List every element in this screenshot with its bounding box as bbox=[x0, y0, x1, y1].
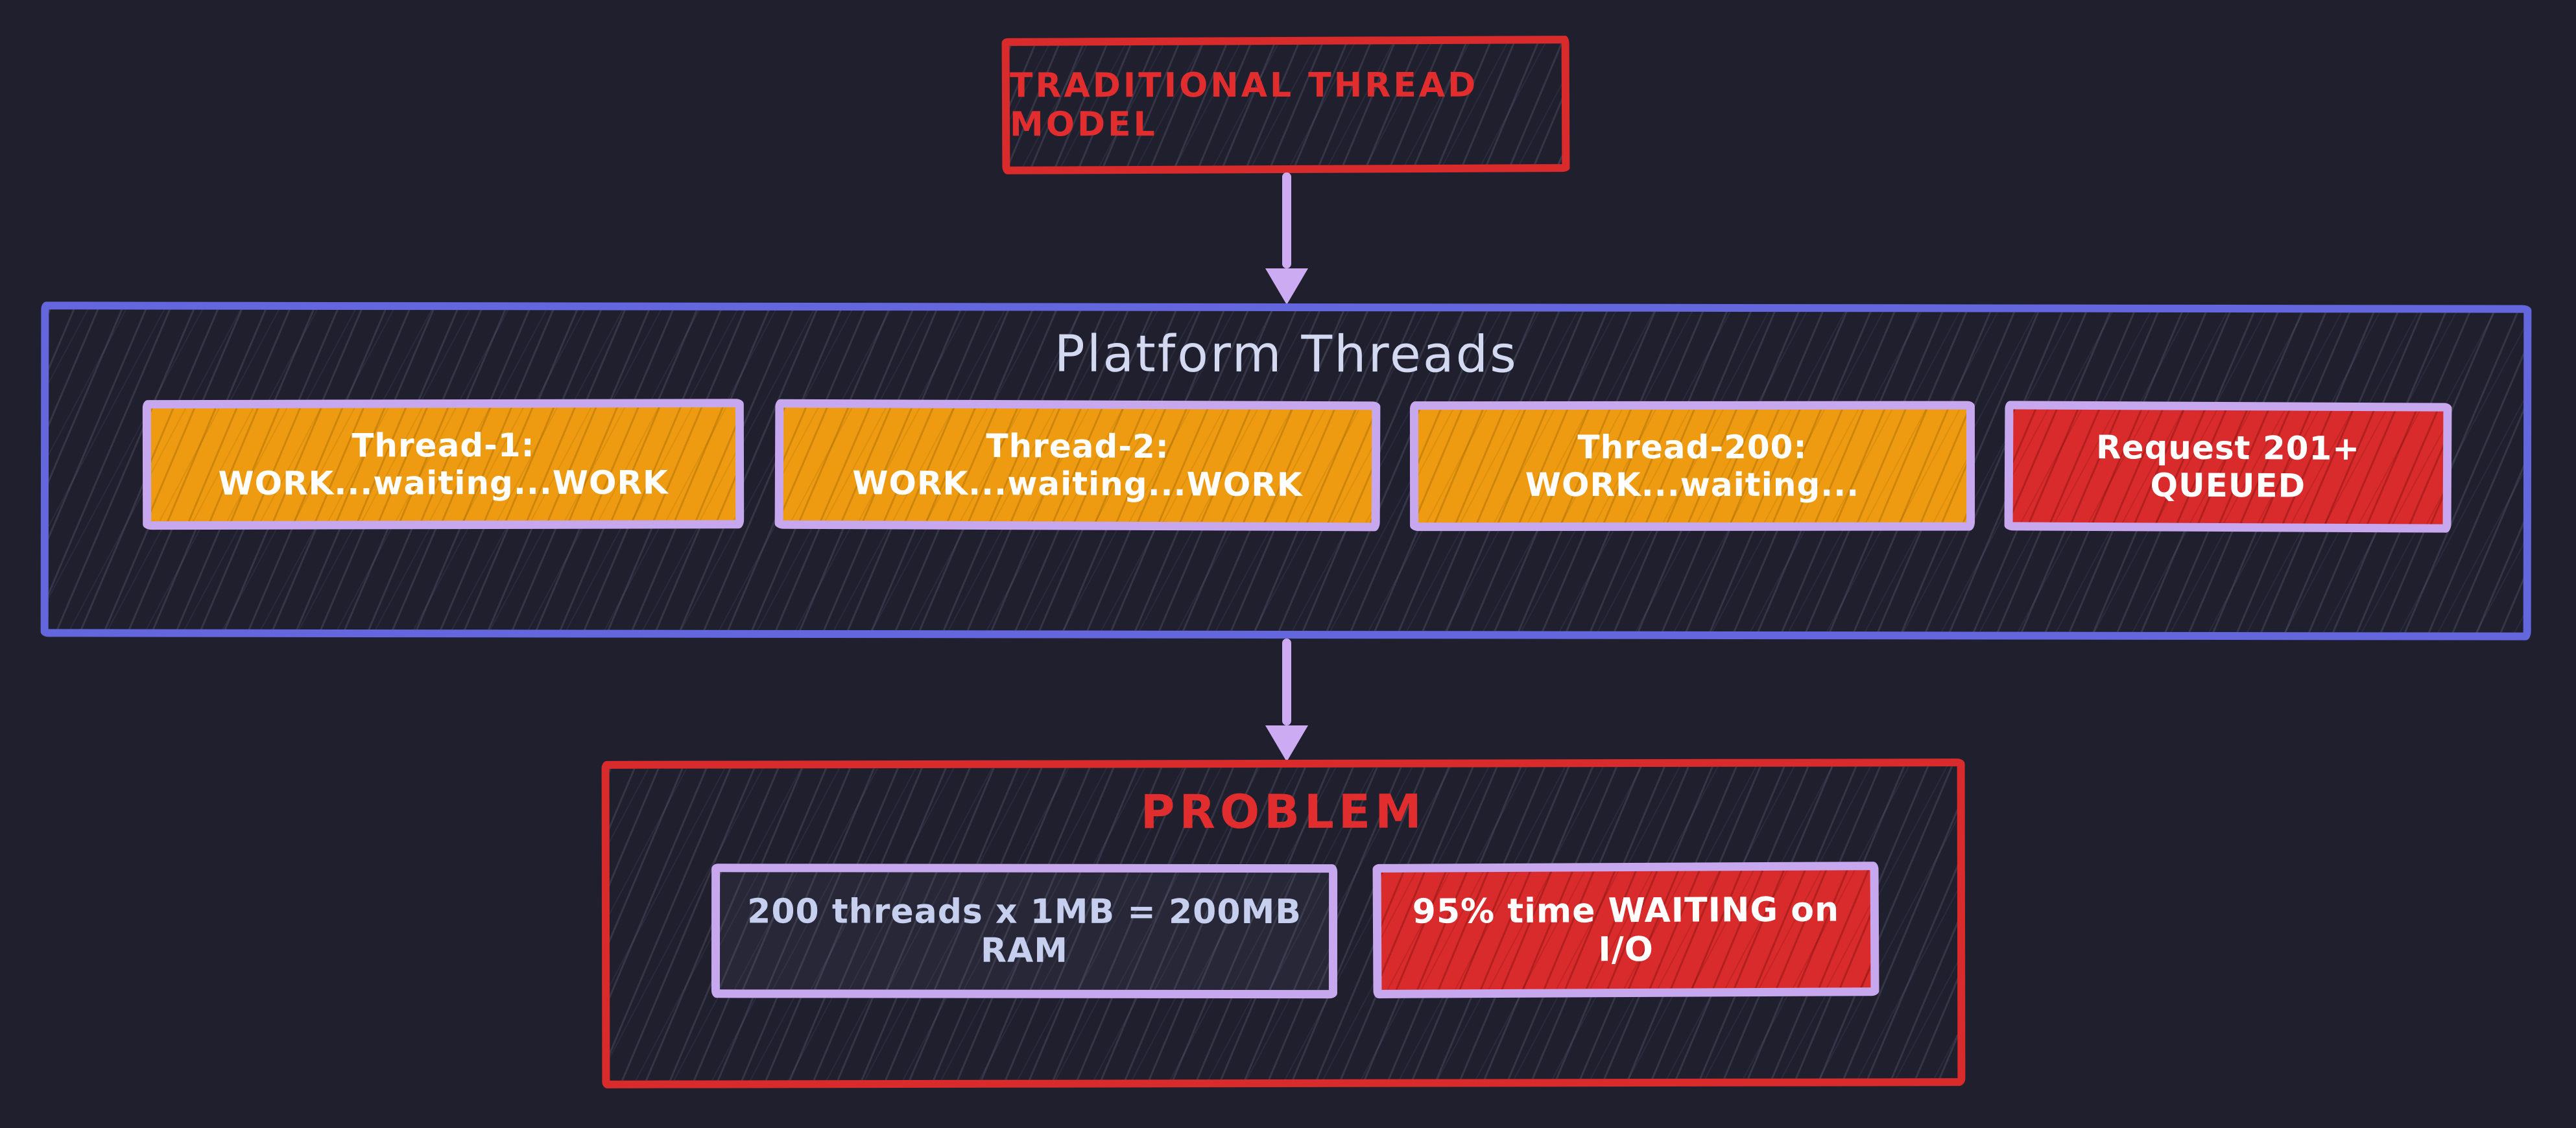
traditional-thread-model-box: TRADITIONAL THREAD MODEL bbox=[1001, 36, 1570, 174]
thread-2-label: Thread-2: WORK...waiting...WORK bbox=[852, 427, 1303, 504]
problem-container: PROBLEM 200 threads x 1MB = 200MB RAM 95… bbox=[601, 758, 1966, 1088]
thread-200-box: Thread-200: WORK...waiting... bbox=[1409, 401, 1975, 532]
request-queued-label: Request 201+ QUEUED bbox=[2095, 429, 2361, 505]
platform-threads-container: Platform Threads Thread-1: WORK...waitin… bbox=[40, 301, 2532, 640]
thread-200-label: Thread-200: WORK...waiting... bbox=[1525, 428, 1860, 504]
request-queued-box: Request 201+ QUEUED bbox=[2004, 401, 2452, 533]
ram-usage-box: 200 threads x 1MB = 200MB RAM bbox=[711, 864, 1338, 999]
io-waiting-box: 95% time WAITING on I/O bbox=[1372, 862, 1879, 998]
thread-2-box: Thread-2: WORK...waiting...WORK bbox=[774, 399, 1381, 532]
arrow-down-icon bbox=[1265, 268, 1308, 305]
ram-usage-label: 200 threads x 1MB = 200MB RAM bbox=[747, 891, 1302, 970]
platform-threads-title: Platform Threads bbox=[1054, 325, 1518, 384]
thread-1-label: Thread-1: WORK...waiting...WORK bbox=[218, 426, 669, 502]
arrow-line bbox=[1282, 639, 1291, 725]
io-waiting-label: 95% time WAITING on I/O bbox=[1412, 889, 1840, 969]
traditional-thread-model-label: TRADITIONAL THREAD MODEL bbox=[1009, 65, 1479, 145]
arrow-down-icon bbox=[1265, 725, 1308, 762]
arrow-platform-to-problem bbox=[1265, 639, 1309, 762]
thread-1-box: Thread-1: WORK...waiting...WORK bbox=[142, 399, 745, 530]
arrow-title-to-platform bbox=[1265, 172, 1309, 305]
problem-title: PROBLEM bbox=[1140, 784, 1426, 840]
arrow-line bbox=[1282, 172, 1291, 268]
